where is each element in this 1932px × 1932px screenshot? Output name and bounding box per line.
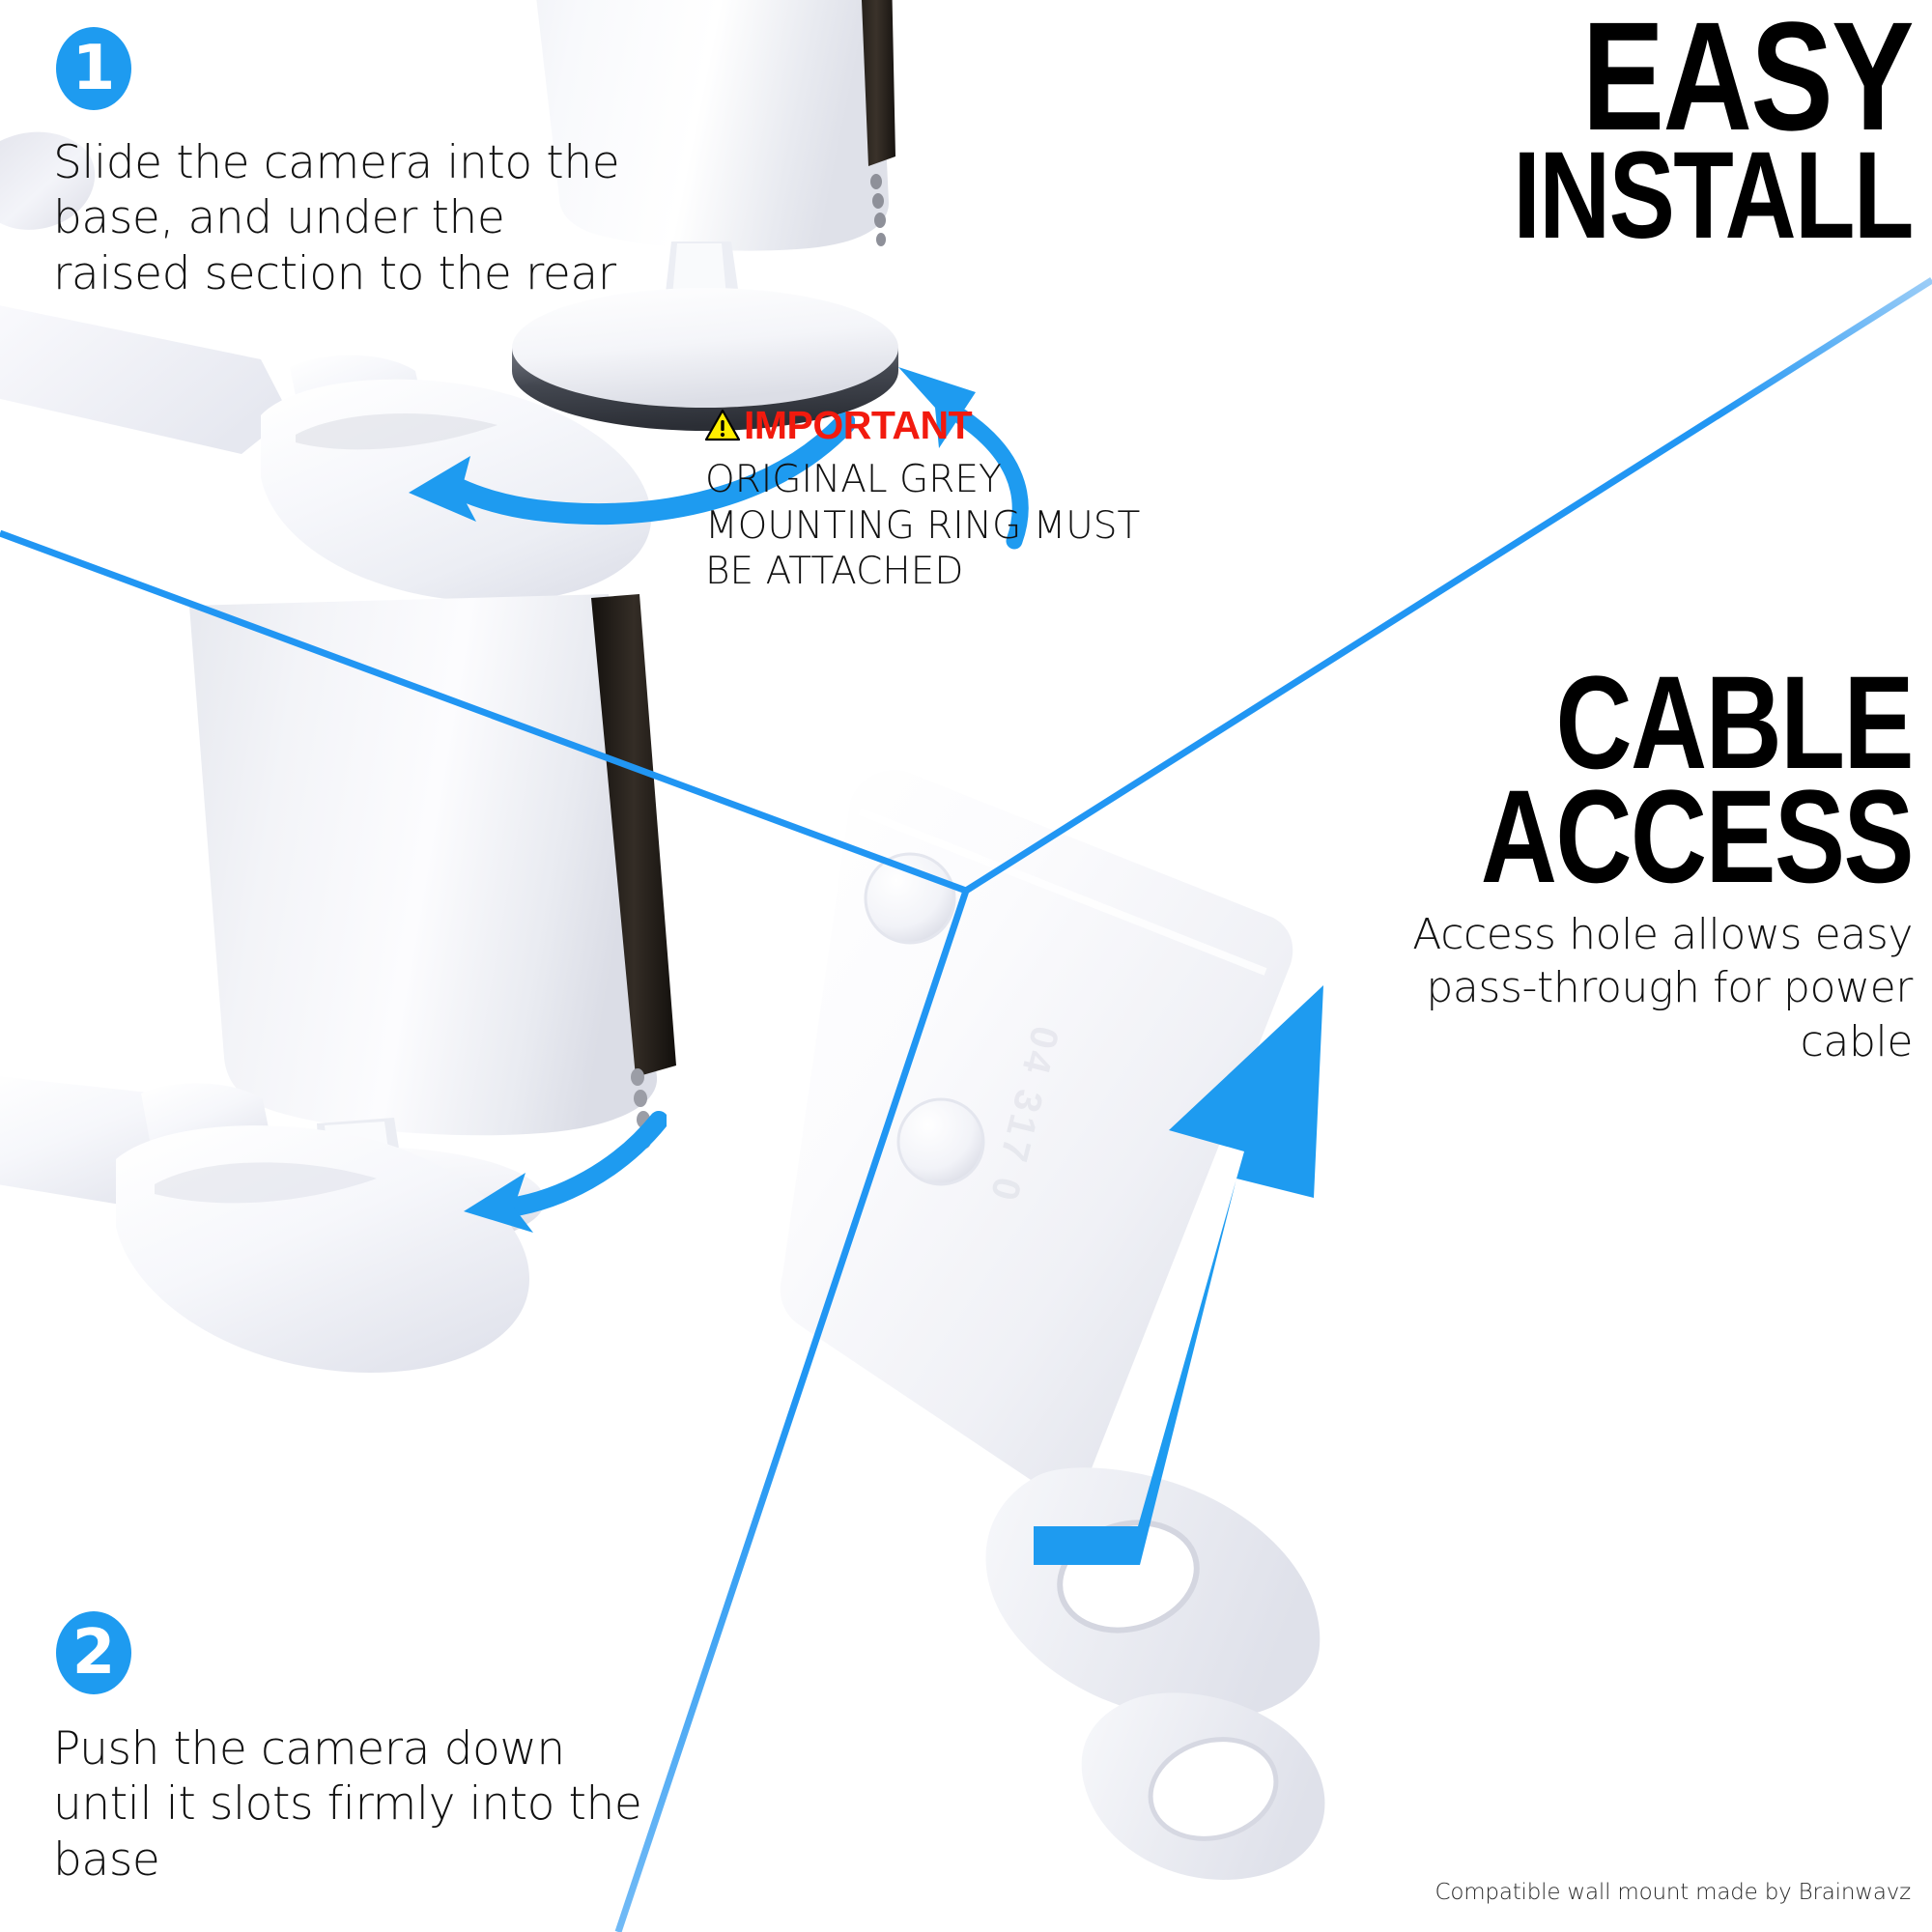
up-arrow-to-cable-hole bbox=[1034, 985, 1323, 1565]
warning-triangle-icon bbox=[705, 410, 740, 441]
cable-access-description: Access hole allows easy pass-through for… bbox=[1412, 910, 1913, 1066]
important-callout-header: IMPORTANT bbox=[705, 406, 1188, 445]
camera-product-photo-step1 bbox=[512, 0, 898, 431]
step-1-instruction-text: Slide the camera into the base, and unde… bbox=[53, 136, 620, 300]
step-2-instruction-text: Push the camera down until it slots firm… bbox=[53, 1722, 642, 1887]
step-badge-1: 1 bbox=[56, 27, 131, 110]
important-label: IMPORTANT bbox=[744, 403, 973, 447]
heading-cable-access: CABLE ACCESS bbox=[1480, 649, 1915, 911]
bracket-arm-top-left-photo bbox=[0, 131, 96, 230]
important-callout: IMPORTANT ORIGINAL GREY MOUNTING RING MU… bbox=[705, 406, 1188, 595]
wall-mount-bracket-photo-step2 bbox=[0, 1076, 530, 1373]
step-badge-2-number: 2 bbox=[71, 1617, 116, 1689]
step-badge-2: 2 bbox=[56, 1611, 131, 1694]
curved-arrow-to-bracket-step2 bbox=[464, 1111, 667, 1233]
step-badge-1-number: 1 bbox=[71, 33, 116, 104]
heading-cable-access-line2: ACCESS bbox=[1480, 762, 1915, 911]
heading-easy-install-line2: INSTALL bbox=[1513, 126, 1915, 265]
footer-credit-text: Compatible wall mount made by Brainwavz bbox=[1435, 1880, 1912, 1905]
curved-arrow-to-grey-ring bbox=[898, 367, 1029, 550]
curved-arrow-to-bracket-step1 bbox=[409, 412, 855, 526]
important-body-text: ORIGINAL GREY MOUNTING RING MUST BE ATTA… bbox=[705, 458, 1141, 594]
heading-cable-access-line1: CABLE bbox=[1555, 649, 1915, 797]
heading-easy-install-line1: EASY bbox=[1581, 0, 1915, 162]
heading-easy-install: EASY INSTALL bbox=[1513, 0, 1915, 265]
